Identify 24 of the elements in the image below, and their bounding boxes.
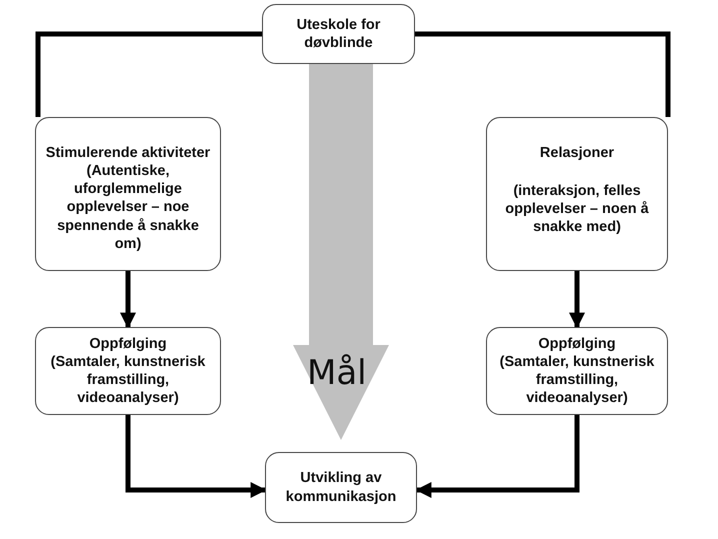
box-description: (interaksjon, felles opplevelser – noen å snakke med) [504, 182, 650, 236]
box-heading: Oppfølging [89, 334, 167, 353]
box-heading: Uteskole for døvblinde [296, 16, 382, 52]
arrow [415, 415, 580, 498]
rounded-box [486, 117, 668, 271]
box-heading: Stimulerende aktiviteter [46, 144, 210, 162]
block-arrow [293, 64, 389, 440]
rounded-box [35, 117, 221, 271]
rounded-box [35, 327, 221, 415]
arrow [569, 271, 585, 329]
box-description: (Samtaler, kunstnerisk framstilling, videoanalyser) [50, 352, 206, 408]
box-heading: Oppfølging [538, 334, 616, 353]
box-heading: Relasjoner [540, 144, 614, 162]
rounded-box [265, 452, 417, 523]
box-description: (Autentiske, uforglemmelige opplevelser – noe spennende å snakke om) [56, 162, 200, 253]
rounded-box [262, 4, 415, 64]
connector-line [415, 32, 670, 117]
edge-label: Mål [307, 353, 367, 393]
rounded-box [486, 327, 668, 415]
arrow [126, 415, 267, 498]
connector-line [36, 32, 262, 117]
box-description: (Samtaler, kunstnerisk framstilling, videoanalyser) [498, 352, 656, 408]
box-heading: Utvikling av kommunikasjon [284, 469, 398, 506]
arrow [120, 271, 136, 329]
